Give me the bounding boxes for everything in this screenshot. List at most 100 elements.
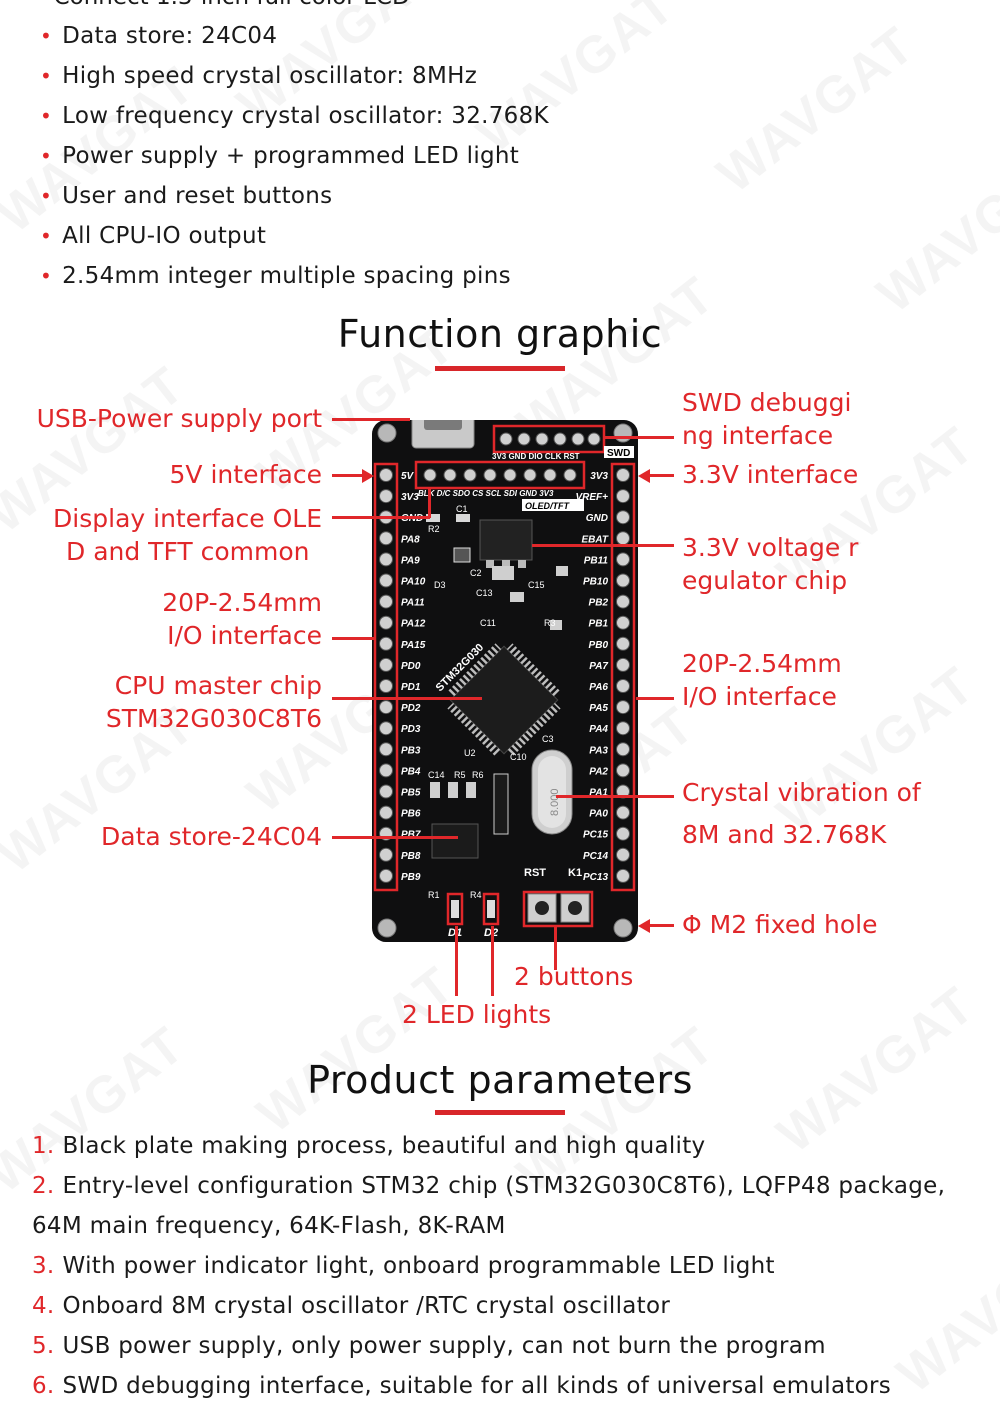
label-io-left-2: I/O interface [167,621,322,650]
lcd-pins [423,468,577,482]
label-io-right-2: I/O interface [682,682,837,711]
pin-label-pa0: PA0 [589,809,608,820]
leader-3v3 [650,474,674,477]
parameter-list: 1.Black plate making process, beautiful … [32,1126,982,1406]
pin-pc15 [616,826,630,841]
label-3v3: 3.3V interface [682,460,859,489]
led2-highlight [482,892,500,926]
pin-label-pa7: PA7 [589,661,608,672]
lcd-highlight [414,460,586,490]
label-r1: R1 [428,890,440,900]
arrow-hole [638,919,650,933]
pin-label-pd0: PD0 [401,661,421,672]
swd-pin-labels: 3V3 GND DIO CLK RST [492,452,580,461]
pin-3v3 [616,468,630,482]
label-r3: R3 [544,618,556,628]
feature-clipped: •Connect 1.3-inch full color LCD [30,0,410,10]
label-r6: R6 [472,770,484,780]
pin-pa1 [616,784,630,799]
lcd-pin-labels: BLK D/C SDO CS SCL SDI GND 3V3 [418,489,554,498]
label-c13: C13 [476,588,493,598]
function-graphic-title: Function graphic [337,312,663,356]
label-rst: RST [524,867,546,879]
pin-pa2 [616,763,630,778]
right-pin-labels: 3V3VREF+GNDEBATPB11PB10PB2PB1PB0PA7PA6PA… [575,471,608,883]
parameter-item: 5.USB power supply, only power supply, c… [32,1333,826,1359]
leader-crystal [556,795,674,798]
label-crystal-2: 8M and 32.768K [682,820,887,849]
pin-gnd [616,510,630,525]
pin-pa10 [379,573,393,588]
pin-pa5 [616,700,630,715]
pin-label-pb7: PB7 [401,830,421,841]
pin-pb8 [379,847,393,862]
board-diagram: 3V3 GND DIO CLK RST SWD BLK D/C SDO CS S… [372,420,638,942]
pin-label-pa3: PA3 [589,745,608,756]
pin-label-pa9: PA9 [401,555,420,566]
arrow-3v3 [638,469,650,483]
watermark-text: WAVGAT [866,135,1000,325]
pin-label-pa4: PA4 [589,724,608,735]
pin-pb5 [379,784,393,799]
label-c3: C3 [542,734,554,744]
pin-label-vref+: VREF+ [575,492,608,503]
leader-led2 [491,926,494,996]
led-icon [487,900,495,918]
title-underline [435,1110,565,1115]
label-crystal-1: Crystal vibration of [682,778,921,807]
label-5v: 5V interface [169,460,322,489]
leader-hole [650,924,674,927]
leader-buttons [554,926,557,970]
product-parameters-title: Product parameters [307,1058,693,1102]
leader-led1 [455,926,458,996]
leader-regulator [532,544,674,547]
regulator-chip [479,519,533,561]
pin-label-pb6: PB6 [401,809,421,820]
smd-part [426,514,440,522]
smd-part [492,566,514,580]
label-usb: USB-Power supply port [36,404,322,433]
pin-label-pb1: PB1 [589,619,609,630]
label-display-2: D and TFT common [66,537,310,566]
parameter-item: 3.With power indicator light, onboard pr… [32,1253,775,1279]
left-pin-header [379,468,393,883]
label-io-right-1: 20P-2.54mm [682,649,842,678]
pin-pa6 [616,679,630,693]
pin-label-pa5: PA5 [589,703,608,714]
pin-pa9 [379,552,393,567]
feature-item: •Data store: 24C04 [40,23,278,49]
pin-pb3 [379,742,393,757]
label-u2: U2 [464,748,476,758]
led1-highlight [446,892,464,926]
pin-label-pd1: PD1 [401,682,421,693]
smd-part [456,514,470,522]
eeprom-chip [431,823,479,859]
label-d3: D3 [434,580,446,590]
smd-part [550,620,562,630]
pin-pd1 [379,679,393,693]
pin-label-pb2: PB2 [589,598,609,609]
label-c1: C1 [456,504,468,514]
label-r2: R2 [428,524,440,534]
pin-label-pa11: PA11 [401,598,425,609]
pin-label-pb9: PB9 [401,872,421,883]
pin-label-3v3: 3V3 [590,471,608,482]
usb-port [424,420,462,430]
pin-pb0 [616,636,630,651]
oled-tag: OLED/TFT [525,501,570,511]
leader-usb [332,418,410,421]
pin-label-5v: 5V [401,471,415,482]
pin-pa7 [616,657,630,672]
pin-label-pb3: PB3 [401,745,421,756]
leader-cpu [332,697,482,700]
leader-swd [604,436,674,439]
swd-tag-box [604,446,634,458]
pin-label-pa6: PA6 [589,682,608,693]
parameter-item: 6.SWD debugging interface, suitable for … [32,1373,892,1399]
right-io-highlight [610,462,636,892]
pin-label-pc15: PC15 [583,830,608,841]
label-r5: R5 [454,770,466,780]
label-swd-2: ng interface [682,421,834,450]
pin-pa12 [379,615,393,630]
swd-highlight [492,424,606,454]
